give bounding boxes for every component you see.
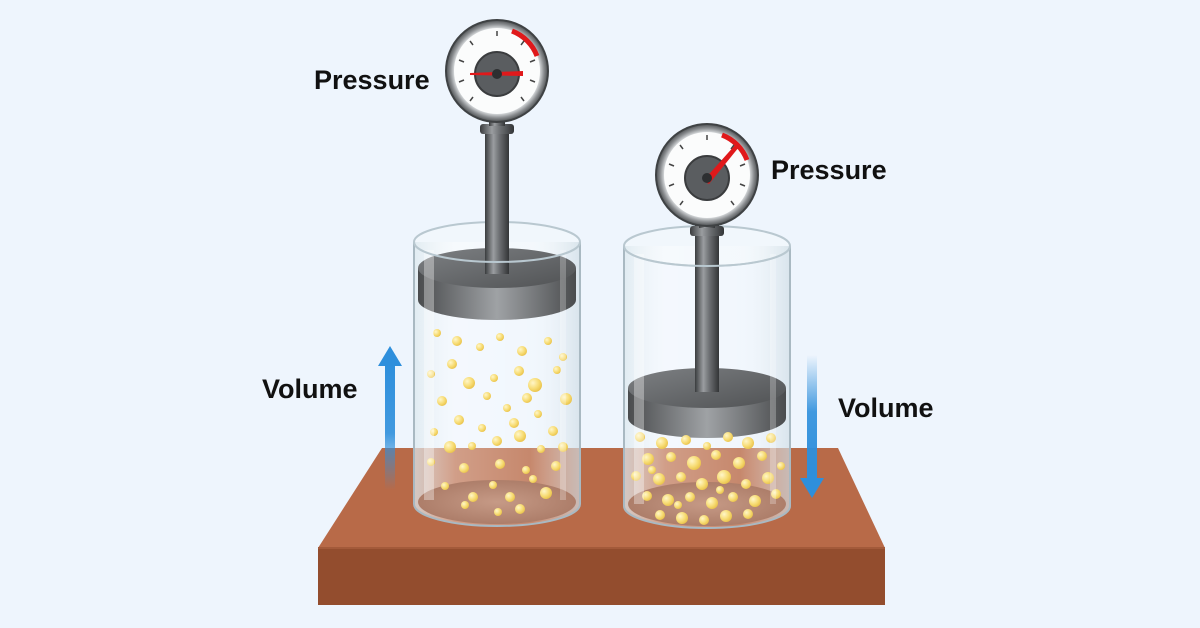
cylinder-floor <box>418 480 576 524</box>
table-front <box>318 548 885 605</box>
arrow-down-icon <box>800 355 824 498</box>
right-pressure-label: Pressure <box>771 155 887 185</box>
table-top <box>318 448 885 548</box>
left-volume-label: Volume <box>262 374 358 404</box>
right-volume-label: Volume <box>838 393 934 423</box>
pressure-gauge-icon <box>445 19 549 134</box>
piston <box>418 200 576 320</box>
right-cylinder <box>623 225 791 529</box>
piston <box>628 330 786 438</box>
wooden-table <box>318 448 885 605</box>
arrow-up-icon <box>378 346 402 490</box>
gas-particles <box>631 432 785 525</box>
left-cylinder <box>413 130 581 527</box>
pressure-gauge-icon <box>655 123 759 236</box>
left-pressure-label: Pressure <box>314 65 430 95</box>
gas-particles <box>427 329 572 516</box>
